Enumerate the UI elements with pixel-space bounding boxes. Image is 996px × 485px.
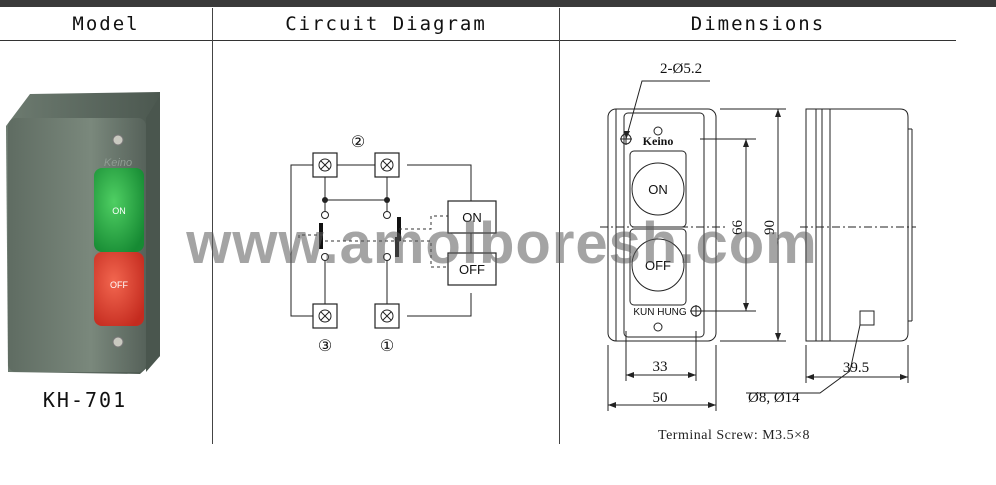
knockout-label: Ø8, Ø14 — [748, 390, 800, 406]
contact-terminal — [383, 211, 391, 219]
drawing-brand-label: Keino — [643, 134, 674, 148]
maker-label: KUN HUNG — [633, 307, 687, 318]
side-view-outline — [805, 108, 909, 342]
header-model: Model — [72, 13, 140, 35]
off-button-label: OFF — [110, 280, 128, 290]
circuit-diagram: ON OFF ② ③ ① — [290, 134, 497, 355]
junction-dot — [384, 197, 390, 203]
on-button-label: ON — [112, 206, 126, 216]
off-button — [94, 252, 144, 326]
header-dimensions: Dimensions — [690, 13, 826, 35]
terminal-screw-note: Terminal Screw: M3.5×8 — [658, 428, 811, 443]
product-photo: Keino ON OFF — [0, 88, 168, 380]
header-circuit-diagram: Circuit Diagram — [285, 13, 487, 35]
drawing-off-label: OFF — [645, 258, 671, 273]
dim-width-inner: 33 — [653, 359, 668, 375]
contact-terminal — [321, 211, 329, 219]
circuit-off-label: OFF — [459, 262, 485, 277]
terminal-number-bottom-right: ① — [380, 338, 394, 355]
on-box — [447, 200, 497, 234]
dim-height-total: 90 — [762, 220, 778, 235]
on-button-outline — [631, 162, 685, 216]
front-view-outline — [607, 108, 717, 342]
dim-depth: 39.5 — [843, 360, 869, 376]
column-separator — [559, 8, 560, 444]
junction-dot — [322, 197, 328, 203]
off-box — [447, 252, 497, 286]
terminal-number-top: ② — [351, 134, 365, 151]
photo-brand-label: Keino — [104, 157, 132, 169]
off-button-outline — [631, 238, 685, 292]
column-separator — [212, 8, 213, 444]
dimensions-drawing: 2-Ø5.2 Keino ON OFF KUN HUNG 66 90 33 50… — [600, 61, 916, 411]
screw-icon — [112, 134, 124, 146]
contact-terminal — [321, 253, 329, 261]
contact-terminal — [383, 253, 391, 261]
circuit-on-label: ON — [462, 210, 482, 225]
terminal-number-bottom-left: ③ — [318, 338, 332, 355]
dim-height-inner: 66 — [730, 220, 746, 236]
screw-icon — [112, 336, 124, 348]
hole-spec-label: 2-Ø5.2 — [660, 61, 702, 77]
model-name: KH-701 — [42, 388, 128, 412]
header-rule — [0, 40, 956, 41]
on-button — [94, 168, 144, 252]
top-bar — [0, 0, 996, 7]
drawing-on-label: ON — [648, 182, 668, 197]
dim-width-total: 50 — [653, 390, 668, 406]
